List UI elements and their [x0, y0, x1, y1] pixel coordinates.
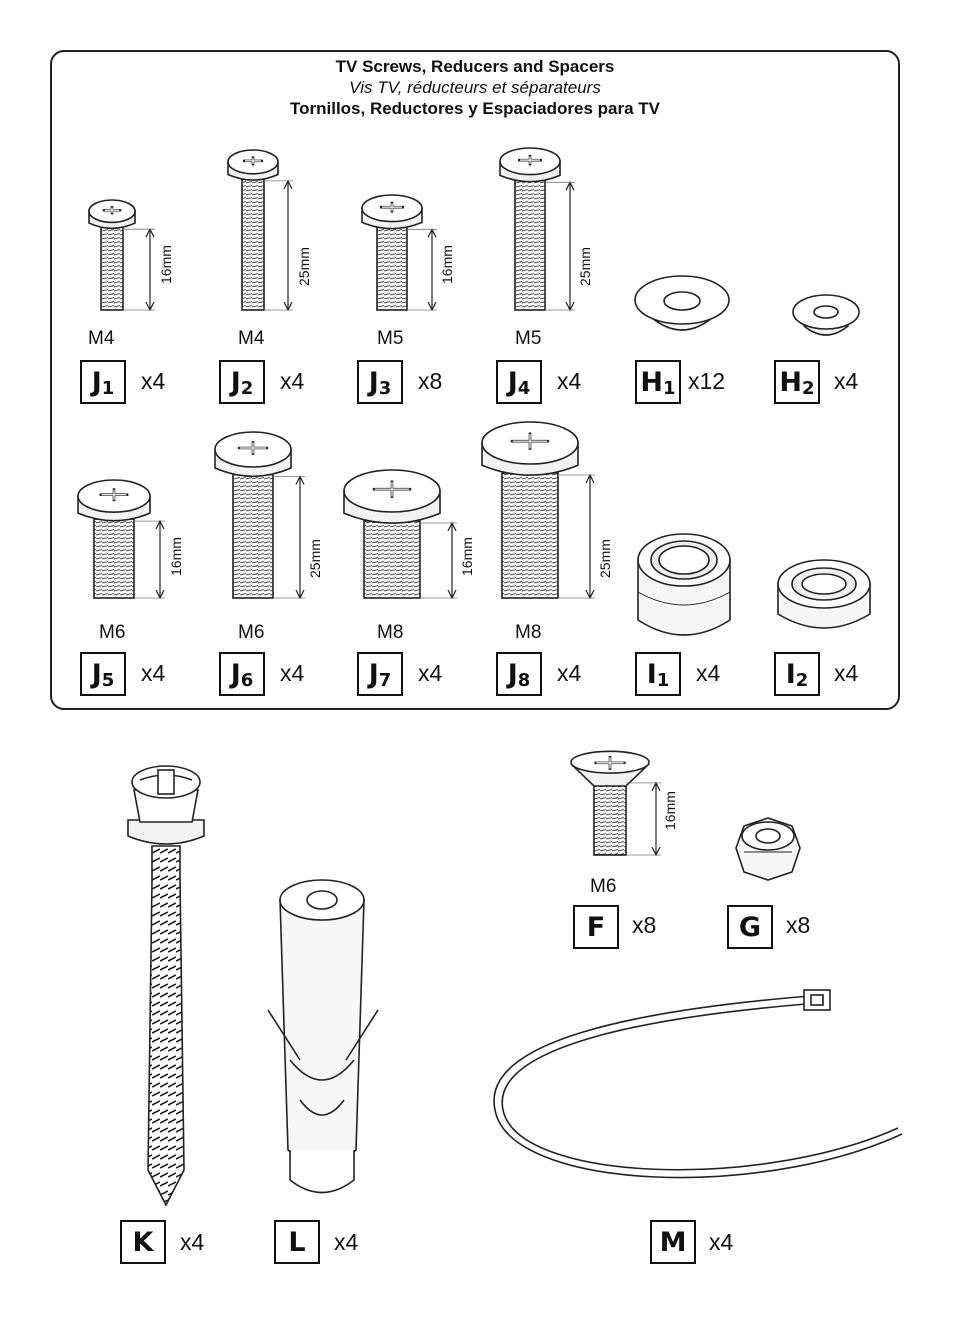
- f-length-label: 16mm: [662, 791, 678, 830]
- j6-length-label: 25mm: [307, 539, 323, 578]
- part-tag-f: F: [573, 905, 619, 949]
- j7-thread-label: M8: [377, 622, 404, 643]
- screw-j5-drawing: [77, 479, 165, 600]
- screw-j7-drawing: [343, 469, 457, 600]
- part-tag-k: K: [120, 1220, 166, 1264]
- j2-quantity: x4: [280, 368, 305, 394]
- j3-thread-label: M5: [377, 328, 404, 349]
- lag-bolt-k-drawing: [127, 765, 205, 1207]
- tv-hardware-panel: [50, 50, 900, 710]
- j4-thread-label: M5: [515, 328, 542, 349]
- part-tag-m: M: [650, 1220, 696, 1264]
- j7-quantity: x4: [418, 660, 443, 686]
- j5-quantity: x4: [141, 660, 166, 686]
- spacer-h2-drawing: [792, 294, 860, 336]
- part-tag-l: L: [274, 1220, 320, 1264]
- i1-quantity: x4: [696, 660, 721, 686]
- wall-anchor-l-drawing: [267, 879, 379, 1194]
- reducer-i1-drawing: [637, 533, 731, 636]
- j2-thread-label: M4: [238, 328, 265, 349]
- j2-length-label: 25mm: [296, 247, 312, 286]
- h1-quantity: x12: [688, 368, 726, 394]
- f-thread-label: M6: [590, 876, 617, 897]
- h2-quantity: x4: [834, 368, 859, 394]
- part-tag-g: G: [727, 905, 773, 949]
- j1-quantity: x4: [141, 368, 166, 394]
- screw-j1-drawing: [88, 199, 155, 312]
- title-french: Vis TV, réducteurs et séparateurs: [349, 78, 601, 97]
- j8-thread-label: M8: [515, 622, 542, 643]
- j1-length-label: 16mm: [158, 245, 174, 284]
- screw-j8-drawing: [481, 421, 595, 600]
- reducer-i2-drawing: [777, 559, 871, 629]
- j3-quantity: x8: [418, 368, 443, 394]
- j8-length-label: 25mm: [597, 539, 613, 578]
- screw-j6-drawing: [214, 431, 305, 600]
- f-quantity: x8: [632, 912, 657, 938]
- panel-title: TV Screws, Reducers and Spacers Vis TV, …: [50, 56, 900, 119]
- spacer-h1-drawing: [634, 275, 730, 331]
- g-quantity: x8: [786, 912, 811, 938]
- k-quantity: x4: [180, 1229, 205, 1255]
- j3-length-label: 16mm: [439, 245, 455, 284]
- j4-quantity: x4: [557, 368, 582, 394]
- cable-tie-m-drawing: [493, 989, 903, 1179]
- title-spanish: Tornillos, Reductores y Espaciadores par…: [289, 99, 661, 118]
- l-quantity: x4: [334, 1229, 359, 1255]
- screw-j2-drawing: [227, 149, 293, 312]
- screw-j3-drawing: [361, 194, 437, 312]
- j6-quantity: x4: [280, 660, 305, 686]
- j8-quantity: x4: [557, 660, 582, 686]
- j6-thread-label: M6: [238, 622, 265, 643]
- j5-length-label: 16mm: [168, 537, 184, 576]
- screw-j4-drawing: [499, 147, 575, 312]
- m-quantity: x4: [709, 1229, 734, 1255]
- j7-length-label: 16mm: [459, 537, 475, 576]
- lock-nut-g-drawing: [735, 817, 801, 881]
- j5-thread-label: M6: [99, 622, 126, 643]
- title-english: TV Screws, Reducers and Spacers: [335, 57, 615, 76]
- screw-f-drawing: [570, 750, 661, 857]
- j1-thread-label: M4: [88, 328, 115, 349]
- i2-quantity: x4: [834, 660, 859, 686]
- screws-layer: [77, 147, 661, 857]
- j4-length-label: 25mm: [577, 247, 593, 286]
